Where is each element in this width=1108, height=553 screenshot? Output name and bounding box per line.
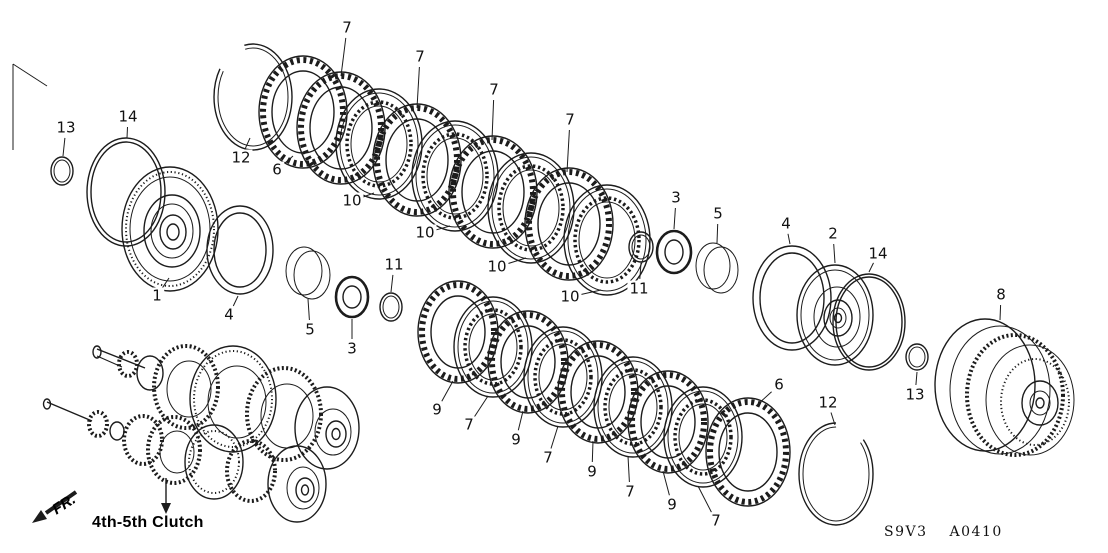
part-10-clutch-plate-3 <box>487 152 575 264</box>
callout-9: 9 <box>585 462 599 481</box>
callout-2: 2 <box>826 224 840 243</box>
callout-7: 7 <box>413 47 427 66</box>
part-3-washer-right <box>655 229 693 275</box>
callout-4: 4 <box>779 214 793 233</box>
callout-7: 7 <box>563 110 577 129</box>
drawing-number: A0410 <box>949 524 1003 540</box>
callout-6: 6 <box>772 375 786 394</box>
part-2-clutch-piston <box>796 264 874 366</box>
callout-7: 7 <box>487 80 501 99</box>
callout-7: 7 <box>462 415 476 434</box>
frame-corner-lines <box>12 63 48 150</box>
part-12-snap-ring-lower <box>798 422 874 526</box>
callout-13: 13 <box>903 385 927 404</box>
callout-10: 10 <box>413 223 437 242</box>
callout-7: 7 <box>709 511 723 530</box>
part-13-snap-left <box>50 156 74 186</box>
callout-4: 4 <box>222 305 236 324</box>
model-code: S9V3 <box>884 524 928 540</box>
callout-7: 7 <box>541 448 555 467</box>
part-11-ring-right <box>628 231 654 263</box>
callout-10: 10 <box>558 287 582 306</box>
part-11-ring-left <box>379 292 403 322</box>
callout-7: 7 <box>623 482 637 501</box>
part-5-wave-washer-left <box>285 246 331 300</box>
part-7-clutch-disc-2 <box>372 103 462 217</box>
callout-10: 10 <box>340 191 364 210</box>
part-7-clutch-plate-4 <box>663 386 743 488</box>
drawing-code: S9V3 A0410 <box>884 524 1003 540</box>
part-10-clutch-plate-4 <box>563 184 651 296</box>
part-10-clutch-plate-1 <box>335 88 423 200</box>
callout-7: 7 <box>340 18 354 37</box>
part-1-clutch-drum <box>121 166 219 292</box>
callout-3: 3 <box>669 188 683 207</box>
callout-9: 9 <box>430 400 444 419</box>
callout-11: 11 <box>382 255 406 274</box>
callout-8: 8 <box>994 285 1008 304</box>
part-12-snap-ring-upper <box>213 43 293 151</box>
callout-11: 11 <box>627 279 651 298</box>
callout-14: 14 <box>866 244 890 263</box>
fr-arrow <box>32 490 78 523</box>
gear-train-illustration <box>42 344 360 523</box>
part-14-snap-ring-left <box>86 137 166 247</box>
callout-3: 3 <box>345 339 359 358</box>
part-6-end-plate-lower <box>705 397 791 507</box>
caption-pointer-arrow <box>161 478 171 514</box>
part-8-clutch-drum <box>934 318 1075 457</box>
part-4-ring-gear-right <box>752 245 832 351</box>
callout-9: 9 <box>665 495 679 514</box>
part-7-clutch-plate-3 <box>593 356 673 458</box>
part-13-snap-right <box>905 343 929 371</box>
part-7-clutch-disc-4 <box>524 167 614 281</box>
callout-12: 12 <box>816 393 840 412</box>
callout-1: 1 <box>150 286 164 305</box>
callout-14: 14 <box>116 107 140 126</box>
leader-lines <box>62 37 1002 513</box>
part-7-clutch-disc-3 <box>448 135 538 249</box>
callout-13: 13 <box>54 118 78 137</box>
callout-6: 6 <box>270 160 284 179</box>
parts-layer <box>50 43 929 526</box>
part-5-wave-washer-right <box>695 242 739 294</box>
callout-5: 5 <box>303 320 317 339</box>
clutch-caption: 4th-5th Clutch <box>92 514 204 531</box>
part-10-clutch-plate-2 <box>411 120 499 232</box>
callout-5: 5 <box>711 204 725 223</box>
callout-10: 10 <box>485 257 509 276</box>
callout-9: 9 <box>509 430 523 449</box>
part-3-washer-left <box>334 275 370 319</box>
callout-12: 12 <box>229 148 253 167</box>
